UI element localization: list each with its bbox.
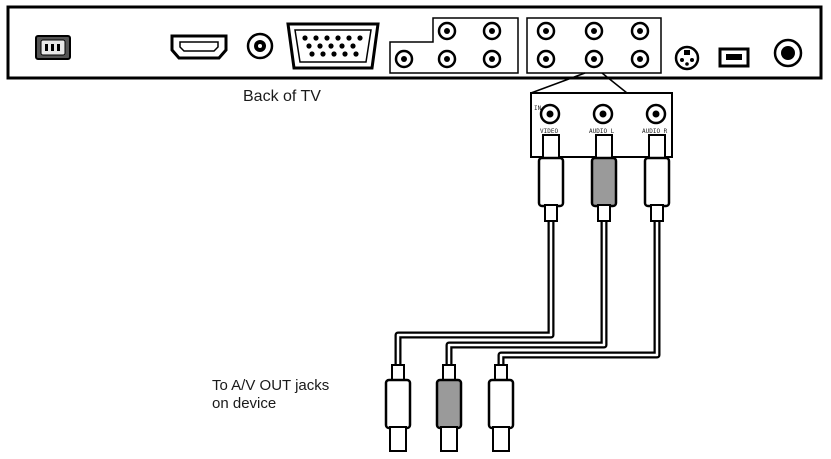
rca-plug-audio-r-tv (643, 134, 671, 222)
zoom-callout-lines (530, 72, 628, 94)
component-jack-group (389, 17, 519, 74)
rca-plug-video-device (384, 364, 412, 452)
power-inlet-icon (35, 35, 71, 60)
s-video-port-icon (674, 45, 700, 71)
jack-label-audio-l: AUDIO L (589, 128, 615, 135)
rca-plug-audio-l-device (435, 364, 463, 452)
jack-label-audio-r: AUDIO R (642, 128, 668, 135)
antenna-input-icon (773, 38, 803, 68)
rca-jack-icon (539, 103, 667, 125)
in-label: IN (534, 105, 542, 112)
back-of-tv-label: Back of TV (243, 88, 321, 105)
jack-label-video: VIDEO (540, 128, 558, 135)
rca-plug-audio-l-tv (590, 134, 618, 222)
rca-jack-icon (536, 21, 650, 69)
to-av-out-label-line1: To A/V OUT jacks (212, 377, 329, 394)
audio-jack-icon (246, 32, 274, 60)
rca-plug-audio-r-device (487, 364, 515, 452)
rca-plug-video-tv (537, 134, 565, 222)
to-av-out-label-line2: on device (212, 395, 276, 412)
rca-jack-icon (394, 21, 502, 69)
usb-port-icon (718, 47, 750, 68)
av-jack-group (526, 17, 662, 74)
vga-port-icon (286, 22, 380, 70)
hdmi-port-icon (170, 34, 228, 60)
